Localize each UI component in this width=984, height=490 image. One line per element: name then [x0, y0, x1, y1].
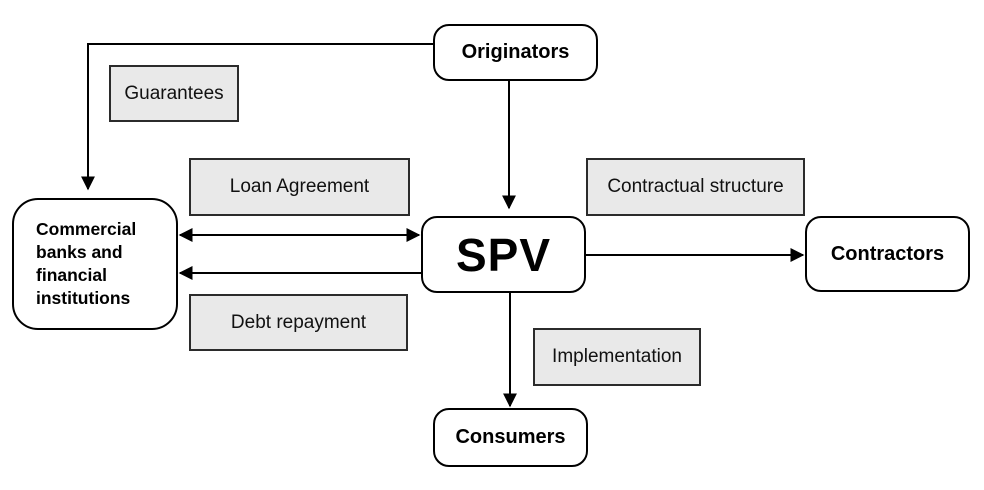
- node-commercial-banks: Commercial banks and financial instituti…: [12, 198, 178, 330]
- node-consumers: Consumers: [433, 408, 588, 467]
- node-contractors: Contractors: [805, 216, 970, 292]
- edge-label-contractual-structure: Contractual structure: [586, 158, 805, 216]
- edge-label-debt-repayment: Debt repayment: [189, 294, 408, 351]
- arrow-originators-to-commercial-banks: [81, 43, 433, 191]
- node-originators: Originators: [433, 24, 598, 81]
- edge-label-implementation: Implementation: [533, 328, 701, 386]
- edge-label-loan-agreement: Loan Agreement: [189, 158, 410, 216]
- node-spv: SPV: [421, 216, 586, 293]
- edge-label-guarantees: Guarantees: [109, 65, 239, 122]
